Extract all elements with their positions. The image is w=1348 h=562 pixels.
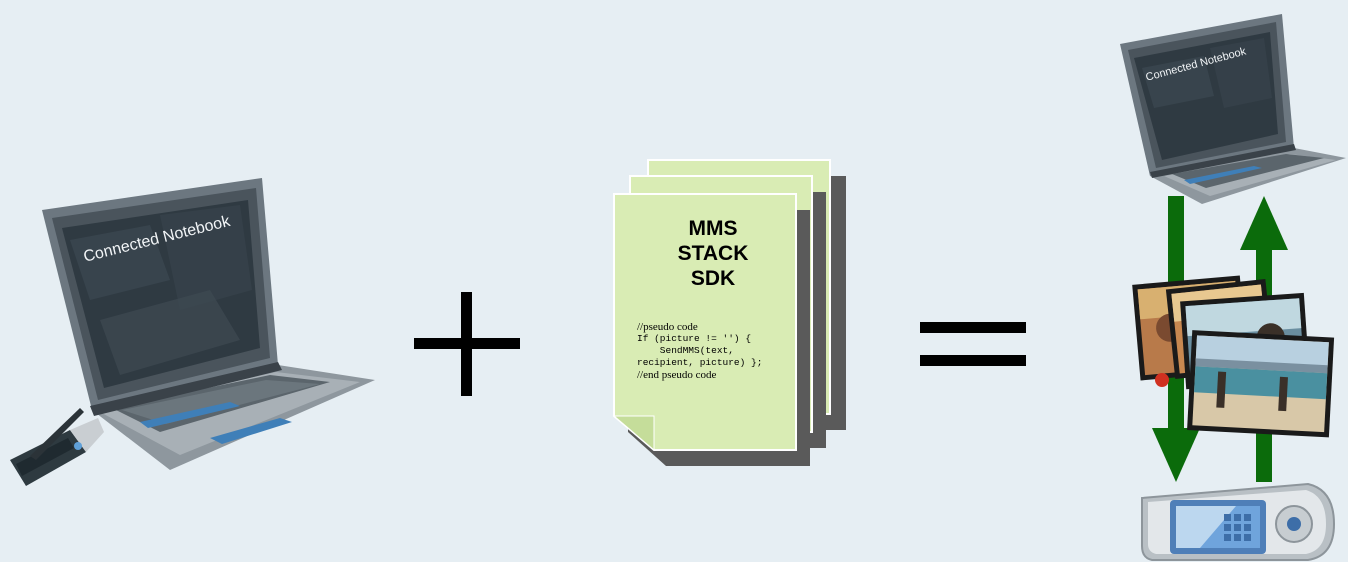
mobile-phone-icon (1140, 480, 1336, 562)
usb-modem-icon (8, 408, 104, 492)
document-title-line: SDK (690, 267, 736, 290)
document-stack (612, 158, 852, 468)
code-line: //end pseudo code (637, 369, 717, 381)
code-line: //pseudo code (637, 321, 698, 333)
code-line: recipient, picture) }; (637, 357, 763, 368)
code-line: If (picture != '') { (637, 333, 752, 344)
equals-sign (920, 322, 1026, 366)
right-laptop-icon (1114, 8, 1348, 204)
photos-icon (1130, 266, 1336, 440)
code-line: SendMMS(text, (637, 345, 734, 356)
document-title-line: MMS (688, 217, 738, 240)
document-title-line: STACK (677, 242, 749, 265)
pseudo-code-block: //pseudo code If (picture != '') { SendM… (637, 321, 805, 381)
plus-sign (414, 292, 520, 396)
document-title: MMS STACK SDK (620, 216, 806, 291)
left-laptop-icon (30, 170, 380, 470)
